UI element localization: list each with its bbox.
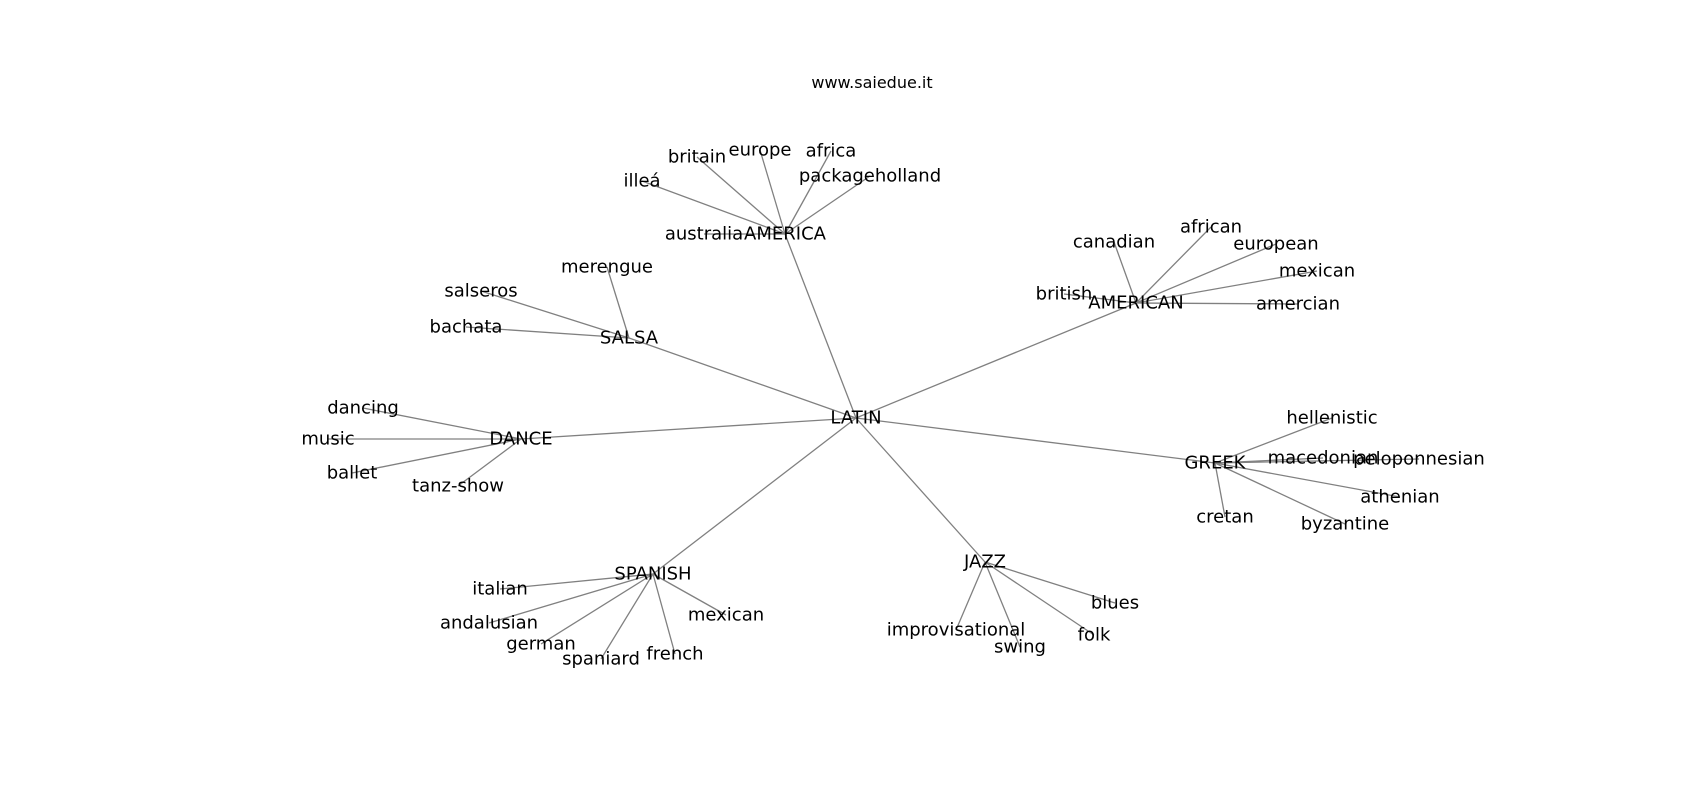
node-jazz-folk: folk: [1078, 625, 1111, 646]
node-greek-macedonian: macedonian: [1268, 448, 1379, 469]
edge-american-amercian: [1135, 302, 1299, 305]
node-american-european: european: [1233, 234, 1318, 255]
node-spanish-mexican: mexican: [688, 605, 764, 626]
node-dance: DANCE: [489, 429, 552, 450]
edge-spanish-spaniard: [600, 573, 654, 660]
node-america: AMERICA: [744, 224, 827, 245]
node-american-african: african: [1180, 217, 1242, 238]
edge-greek-cretan: [1214, 462, 1226, 518]
edge-spanish-andalusian: [488, 573, 654, 624]
watermark-text: www.saiedue.it: [811, 73, 932, 92]
edge-spanish-german: [540, 573, 654, 645]
node-american-mexican: mexican: [1279, 261, 1355, 282]
edge-jazz-blues: [984, 561, 1116, 604]
node-american-canadian: canadian: [1073, 232, 1155, 253]
edge-latin-american: [855, 302, 1137, 419]
node-jazz-improvisational: improvisational: [887, 620, 1026, 641]
edge-latin-jazz: [855, 417, 986, 563]
node-greek-byzantine: byzantine: [1301, 514, 1390, 535]
node-dance-ballet: ballet: [327, 463, 378, 484]
edge-greek-peloponnesian: [1214, 458, 1420, 464]
edge-latin-salsa: [628, 337, 857, 419]
edge-american-british: [1063, 293, 1137, 304]
edge-america-packageholland: [784, 175, 871, 235]
node-salsa: SALSA: [600, 328, 659, 349]
node-jazz-blues: blues: [1091, 593, 1139, 614]
edge-american-mexican: [1135, 270, 1318, 304]
edge-spanish-mexican: [652, 573, 727, 616]
edge-latin-america: [784, 233, 857, 419]
node-spanish-andalusian: andalusian: [440, 613, 538, 634]
edge-america-britain: [696, 156, 786, 235]
node-greek-hellenistic: hellenistic: [1286, 408, 1377, 429]
edge-jazz-swing: [984, 561, 1021, 648]
node-latin: LATIN: [830, 408, 881, 429]
edge-america-illea: [641, 180, 786, 235]
node-america-africa: africa: [806, 141, 857, 162]
node-america-britain: britain: [668, 147, 726, 168]
edge-salsa-merengue: [606, 266, 630, 339]
node-salsa-merengue: merengue: [561, 257, 653, 278]
node-america-australia: australia: [665, 224, 743, 245]
node-jazz-swing: swing: [994, 637, 1046, 658]
edge-jazz-improvisational: [955, 561, 986, 631]
node-spanish-french: french: [646, 644, 703, 665]
node-spanish-italian: italian: [472, 579, 528, 600]
node-american: AMERICAN: [1088, 293, 1183, 314]
node-dance-dancing: dancing: [327, 398, 399, 419]
edge-salsa-bachata: [465, 326, 630, 339]
edge-greek-byzantine: [1214, 462, 1346, 525]
node-dance-tanz-show: tanz-show: [412, 476, 504, 497]
edge-latin-dance: [520, 417, 857, 440]
node-spanish-spaniard: spaniard: [562, 649, 640, 670]
node-salsa-salseros: salseros: [444, 281, 517, 302]
node-jazz: JAZZ: [963, 552, 1006, 573]
edge-spanish-italian: [499, 573, 654, 590]
node-american-british: british: [1036, 284, 1093, 305]
node-dance-music: music: [301, 429, 354, 450]
node-spanish-german: german: [506, 634, 576, 655]
node-greek: GREEK: [1184, 453, 1246, 474]
node-greek-cretan: cretan: [1196, 507, 1253, 528]
edge-america-europe: [759, 149, 786, 235]
edge-spanish-french: [652, 573, 676, 655]
edge-dance-dancing: [362, 407, 522, 440]
edge-latin-spanish: [652, 417, 857, 575]
edge-america-africa: [784, 150, 832, 235]
node-america-illea: illeá: [623, 171, 660, 192]
edge-salsa-salseros: [480, 290, 630, 339]
edge-dance-ballet: [351, 438, 522, 474]
node-salsa-bachata: bachata: [430, 317, 503, 338]
edge-latin-greek: [855, 417, 1216, 464]
node-american-amercian: amercian: [1256, 294, 1340, 315]
node-greek-peloponnesian: peloponnesian: [1353, 449, 1485, 470]
edge-american-european: [1135, 243, 1277, 304]
edge-jazz-folk: [984, 561, 1095, 636]
edge-american-african: [1135, 226, 1212, 304]
edge-greek-athenian: [1214, 462, 1401, 498]
edge-american-canadian: [1113, 241, 1137, 304]
node-america-europe: europe: [729, 140, 792, 161]
node-spanish: SPANISH: [614, 564, 691, 585]
edge-greek-hellenistic: [1214, 417, 1333, 464]
edges-layer: [328, 149, 1420, 660]
edge-dance-tanz-show: [457, 438, 522, 487]
node-greek-athenian: athenian: [1360, 487, 1439, 508]
node-america-packageholland: packageholland: [799, 166, 941, 187]
